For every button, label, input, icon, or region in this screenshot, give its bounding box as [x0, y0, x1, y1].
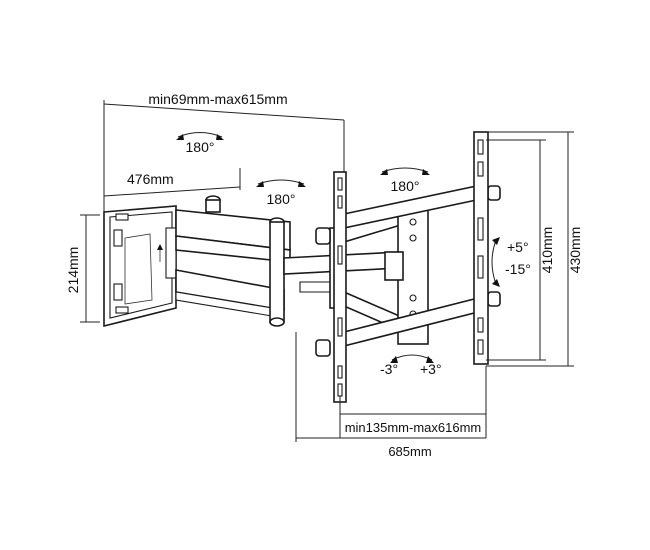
swivel-arm: 180° [256, 179, 306, 207]
height-430-label: 430mm [567, 227, 583, 274]
swivel-head-label: 180° [391, 178, 420, 194]
wall-distance-label: min69mm-max615mm [148, 91, 287, 107]
total-width-dimension: 685mm [295, 332, 486, 459]
wall-plate-slot-bottom [115, 306, 129, 314]
tilt-indicator: +5° -15° [491, 237, 531, 287]
rail-left-slot-4 [337, 317, 343, 337]
rail-right-slot-1 [477, 139, 484, 155]
dimension-line [103, 103, 345, 121]
rail-right-body [473, 131, 489, 365]
swivel-arm-label: 180° [267, 191, 296, 207]
rotate-arc-head-icon [381, 167, 429, 173]
total-width-label: 685mm [388, 444, 431, 459]
knob-bottom-right [487, 291, 501, 307]
plate-width-label: 476mm [127, 171, 174, 187]
level-arrow-left-icon [390, 356, 398, 363]
tilt-arrow-down-icon [492, 279, 500, 287]
rotate-arrow-left-icon [380, 169, 388, 175]
tilt-arrow-up-icon [492, 237, 500, 245]
wall-plate [103, 205, 177, 328]
rotate-arrow-right-icon [422, 169, 430, 175]
level-minus-label: -3° [380, 361, 398, 377]
swivel-head: 180° [380, 167, 430, 194]
rail-right-slot-2 [477, 161, 484, 177]
rail-right-slot-5 [477, 317, 484, 333]
rail-left-slot-1 [337, 177, 343, 191]
swivel-wall: 180° [176, 132, 224, 155]
rail-right-slot-6 [477, 339, 484, 355]
knob-bottom-left [315, 339, 331, 357]
plate-height-dimension: 214mm [65, 214, 100, 323]
level-arrow-right-icon [426, 356, 434, 363]
tv-distance-dimension: min135mm-max616mm [339, 366, 487, 438]
height-410-label: 410mm [539, 227, 555, 274]
rotate-arc-arm-icon [257, 179, 305, 185]
tv-plate-height-dimensions: 410mm 430mm [486, 131, 583, 367]
wall-distance-dimension: min69mm-max615mm [103, 91, 345, 196]
plate-width-line-top [103, 186, 241, 197]
rotate-arrow-left-icon [256, 181, 264, 187]
knob-top-left [315, 227, 331, 245]
swivel-wall-label: 180° [186, 139, 215, 155]
tilt-up-label: +5° [507, 239, 529, 255]
rotate-arrow-left-icon [176, 134, 184, 140]
rail-left-slot-6 [337, 383, 343, 397]
distance-label: min135mm-max616mm [345, 420, 482, 435]
up-arrow-icon [157, 244, 163, 250]
knob-top-right [487, 185, 501, 201]
plate-width-dimension: 476mm [103, 168, 241, 212]
rotate-arrow-right-icon [298, 181, 306, 187]
rail-left-slot-2 [337, 195, 343, 209]
rotate-arc-wall-icon [177, 132, 223, 138]
tv-rail-right [473, 131, 489, 365]
wall-plate-recess [124, 233, 153, 305]
rotate-arrow-right-icon [216, 134, 224, 140]
rail-right-slot-3 [477, 217, 484, 241]
elbow-joint-column [269, 221, 285, 323]
head-hole-2 [409, 234, 417, 242]
wall-plate-hole-2 [113, 283, 123, 301]
rail-right-slot-4 [477, 255, 484, 279]
elbow-joint-bottom [269, 317, 285, 327]
tv-rail-left [333, 171, 347, 403]
wall-plate-inner [109, 211, 173, 319]
level-plus-label: +3° [420, 361, 442, 377]
wall-plate-hole-1 [113, 229, 123, 247]
head-pivot-block [384, 251, 404, 281]
rail-left-slot-3 [337, 245, 343, 265]
level-indicator: -3° +3° [380, 354, 442, 377]
wall-joint-cap [205, 199, 221, 213]
wall-plate-hinge [165, 227, 177, 279]
wall-plate-slot-top [115, 213, 129, 221]
tilt-down-label: -15° [505, 261, 531, 277]
head-hole-1 [409, 218, 417, 226]
head-hole-3 [409, 294, 417, 302]
level-arc-icon [391, 354, 433, 361]
plate-height-label: 214mm [65, 247, 81, 294]
tilt-arc-icon [491, 239, 497, 285]
rail-left-slot-5 [337, 365, 343, 379]
